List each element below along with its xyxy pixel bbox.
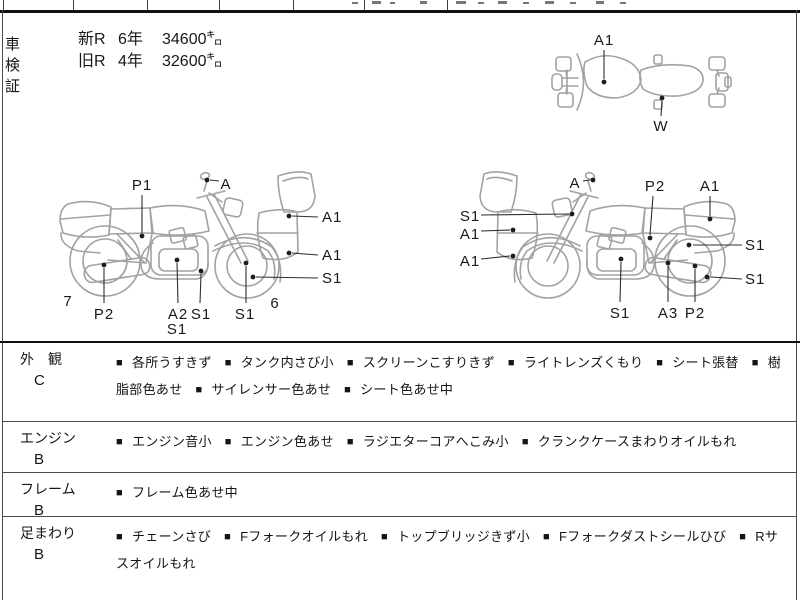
part-label: A2 — [168, 306, 188, 323]
note-bullet-icon: ■ — [116, 531, 123, 543]
condition-note: ■スクリーンこすりきず — [346, 355, 495, 370]
condition-note: ■ライトレンズくもり — [507, 355, 644, 370]
note-bullet-icon: ■ — [116, 436, 123, 448]
registration-era: 旧R — [78, 53, 106, 70]
condition-note: ■シート張替 — [656, 355, 739, 370]
note-bullet-icon: ■ — [116, 487, 123, 499]
note-bullet-icon: ■ — [507, 357, 515, 369]
condition-grade: B — [34, 502, 45, 519]
condition-note: ■Rサスオイルもれ — [116, 529, 779, 571]
right-view-leaders — [480, 177, 743, 303]
condition-row-engine: エンジン B ■エンジン音小 ■エンジン色あせ ■ラジエターコアへこみ小 ■クランクケ… — [3, 421, 796, 472]
registration-year: 4年 — [118, 53, 143, 70]
condition-row-exterior: 外 観 C ■各所うすきず ■タンク内さび小 ■スクリーンこすりきず ■ライトレンズく… — [3, 343, 796, 421]
condition-notes: ■フレーム色あせ中 — [116, 480, 786, 507]
condition-table-top-border — [0, 341, 800, 343]
part-label: S1 — [745, 271, 765, 288]
registration-title: 車検証 — [5, 36, 24, 95]
part-label: S1 — [322, 270, 342, 287]
note-bullet-icon: ■ — [751, 357, 759, 369]
condition-note: ■サイレンサー色あせ — [195, 382, 332, 397]
registration-year: 6年 — [118, 31, 143, 48]
condition-section-label: 外 観 — [20, 351, 62, 367]
part-label: A1 — [700, 178, 720, 195]
part-label: P2 — [685, 305, 705, 322]
note-bullet-icon: ■ — [224, 357, 232, 369]
condition-note: ■フレーム色あせ中 — [116, 485, 238, 500]
condition-section-label: 足まわり — [20, 525, 76, 541]
registration-distance: 34600㌔ — [162, 31, 223, 48]
condition-note: ■ラジエターコアへこみ小 — [346, 434, 509, 449]
condition-grade: B — [34, 451, 45, 468]
part-label: S1 — [235, 306, 255, 323]
note-bullet-icon: ■ — [656, 357, 664, 369]
part-label: P2 — [94, 306, 114, 323]
condition-note: ■Fフォークダストシールひび — [542, 529, 727, 544]
panel-number: 7 — [63, 293, 72, 310]
note-bullet-icon: ■ — [346, 436, 354, 448]
note-bullet-icon: ■ — [195, 384, 203, 396]
note-bullet-icon: ■ — [344, 384, 352, 396]
note-bullet-icon: ■ — [542, 531, 550, 543]
note-bullet-icon: ■ — [739, 531, 747, 543]
condition-note: ■エンジン音小 — [116, 434, 212, 449]
note-bullet-icon: ■ — [224, 531, 232, 543]
part-label: A — [220, 176, 231, 193]
condition-note: ■シート色あせ中 — [344, 382, 454, 397]
part-label: S1 — [745, 237, 765, 254]
registration-distance: 32600㌔ — [162, 53, 223, 70]
sheet-top-border — [0, 10, 800, 13]
part-label: S1 — [460, 208, 480, 225]
condition-notes: ■各所うすきず ■タンク内さび小 ■スクリーンこすりきず ■ライトレンズくもり ■シート… — [116, 350, 786, 404]
condition-note: ■チェーンさび — [116, 529, 212, 544]
condition-note: ■各所うすきず — [116, 355, 212, 370]
condition-note: ■クランクケースまわりオイルもれ — [521, 434, 737, 449]
part-label: S1 — [167, 321, 187, 338]
part-label: A1 — [322, 209, 342, 226]
registration-row-new: 新R 6年 34600㌔ — [78, 29, 298, 51]
motorcycle-left-view-art — [59, 170, 316, 299]
condition-grade: C — [34, 372, 45, 389]
motorcycle-top-view-art — [551, 53, 732, 111]
part-label: A1 — [322, 247, 342, 264]
condition-row-frame: フレーム B ■フレーム色あせ中 — [3, 472, 796, 519]
left-view-leaders — [101, 177, 319, 304]
condition-section-label: フレーム — [20, 481, 76, 497]
motorcycle-right-view-art — [479, 170, 736, 299]
sheet-right-border — [796, 10, 797, 600]
condition-row-undercarriage: 足まわり B ■チェーンさび ■Fフォークオイルもれ ■トップブリッジきず小 ■Fフォ… — [3, 516, 796, 600]
part-label: A — [569, 175, 580, 192]
note-bullet-icon: ■ — [116, 357, 123, 369]
condition-notes: ■チェーンさび ■Fフォークオイルもれ ■トップブリッジきず小 ■Fフォークダストシー… — [116, 524, 786, 576]
part-label: A3 — [658, 305, 678, 322]
condition-notes: ■エンジン音小 ■エンジン色あせ ■ラジエターコアへこみ小 ■クランクケースまわりオイ… — [116, 429, 786, 456]
part-label: P2 — [645, 178, 665, 195]
top-view-leaders — [601, 50, 665, 117]
registration-era: 新R — [78, 31, 106, 48]
condition-note: ■タンク内さび小 — [224, 355, 334, 370]
condition-note: ■樹脂部色あせ — [116, 355, 782, 397]
panel-number: 6 — [270, 295, 279, 312]
note-bullet-icon: ■ — [381, 531, 388, 543]
sheet-left-border — [2, 10, 3, 600]
part-label: S1 — [610, 305, 630, 322]
part-label: A1 — [460, 226, 480, 243]
part-label: A1 — [460, 253, 480, 270]
condition-note: ■Fフォークオイルもれ — [224, 529, 369, 544]
part-label: S1 — [191, 306, 211, 323]
condition-note: ■エンジン色あせ — [224, 434, 334, 449]
registration-row-old: 旧R 4年 32600㌔ — [78, 51, 298, 73]
note-bullet-icon: ■ — [346, 357, 354, 369]
note-bullet-icon: ■ — [224, 436, 232, 448]
condition-grade: B — [34, 546, 45, 563]
part-label: W — [653, 118, 668, 135]
motorcycle-diagrams: A1 W P1 A A1 A1 S1 7 P2 A2 S1 S1 S1 6 A … — [59, 32, 765, 338]
condition-note: ■トップブリッジきず小 — [381, 529, 530, 544]
note-bullet-icon: ■ — [521, 436, 529, 448]
cropped-header-row — [0, 0, 800, 10]
condition-section-label: エンジン — [20, 430, 76, 446]
part-label: A1 — [594, 32, 614, 49]
part-label: P1 — [132, 177, 152, 194]
